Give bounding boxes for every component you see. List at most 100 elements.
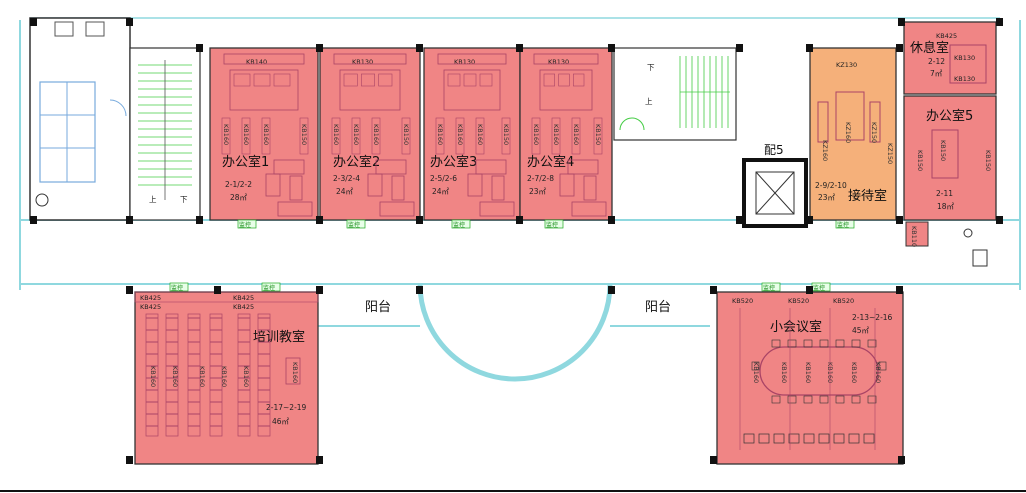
desk-cluster: [539, 69, 593, 111]
training-desk-row: [237, 313, 251, 437]
reception-room: KZ130 KZ160 KZ160 KZ150 KZ150 2-9/2-10 2…: [809, 47, 897, 221]
column: [806, 44, 813, 52]
balcony-arc: [417, 283, 613, 382]
column: [30, 216, 37, 224]
cabinet-label: KB160: [532, 124, 540, 145]
toilet-room: [29, 17, 131, 221]
meeting-table: [759, 346, 879, 396]
sofa: [479, 201, 515, 217]
meeting-chair: [787, 395, 797, 404]
column: [416, 286, 423, 294]
cabinet-label: KB150: [502, 124, 510, 145]
lectern-label: KB160: [291, 362, 299, 383]
reception-kz-label: KZ160: [821, 140, 829, 161]
column: [316, 216, 323, 224]
meeting-chair: [851, 339, 861, 348]
reception-top-label: KZ130: [836, 61, 857, 69]
cabinet-label: KB160: [552, 124, 560, 145]
reception-table: [835, 91, 865, 141]
office-1-name: 办公室1: [222, 154, 269, 170]
top-cabinet: [533, 53, 599, 65]
meeting-row-chair: [848, 433, 860, 444]
column: [416, 216, 423, 224]
office-5-area: 18㎡: [937, 202, 955, 211]
cabinet-label: KB160: [436, 124, 444, 145]
training-desk-row: [209, 313, 223, 437]
chair: [479, 73, 493, 87]
meeting-kb-label: KB160: [850, 362, 858, 383]
toilet-fixture: [85, 21, 105, 37]
monitor-tag-label: 监控: [239, 221, 251, 229]
door-swing-icon: [631, 117, 645, 131]
office-3-area: 24㎡: [432, 187, 450, 196]
top-cabinet: [333, 53, 407, 65]
chair: [233, 73, 251, 87]
column: [126, 456, 133, 464]
chair: [543, 73, 555, 87]
reception-kz-label: KZ150: [870, 122, 878, 143]
sofa: [375, 159, 407, 175]
monitor-tag-label: 监控: [837, 221, 849, 229]
column: [416, 44, 423, 52]
column: [710, 286, 717, 294]
bath-kb-label: KB110: [910, 226, 918, 247]
meeting-chair: [771, 395, 781, 404]
monitor-tag: [451, 219, 471, 229]
training-desk-row: [257, 313, 271, 437]
cabinet: [371, 117, 381, 155]
office-5-kb-label: KB150: [984, 150, 992, 171]
office-4: KB130 办公室4 2-7/2-8 23㎡: [519, 47, 613, 221]
meeting-row-chair: [743, 433, 755, 444]
left-stair: 上 下: [129, 47, 201, 221]
sofa: [379, 201, 415, 217]
office-4-code: 2-7/2-8: [527, 174, 554, 183]
office-3-name: 办公室3: [430, 154, 477, 170]
monitor-tag-label: 监控: [171, 284, 183, 292]
office-5-name: 办公室5: [926, 108, 973, 124]
reception-kz-label: KZ150: [886, 143, 894, 164]
cabinet-label: KB160: [372, 124, 380, 145]
meeting-chair: [835, 339, 845, 348]
meeting-room-area: [716, 291, 904, 465]
monitor-tag-label: 监控: [453, 221, 465, 229]
meeting-kb-label: KB160: [780, 362, 788, 383]
lectern: [285, 357, 301, 385]
side-table: [491, 175, 505, 201]
office-5-code: 2-11: [936, 189, 953, 198]
column: [126, 18, 133, 26]
monitor-tag-label: 监控: [813, 284, 825, 292]
reception-sofa: [869, 101, 881, 143]
column: [896, 286, 903, 294]
column: [196, 44, 203, 52]
sofa: [273, 159, 305, 175]
small-bath: KB110: [905, 221, 988, 267]
reception-code: 2-9/2-10: [815, 181, 847, 190]
meeting-kb-label: KB160: [874, 362, 882, 383]
meeting-row-chair: [818, 433, 830, 444]
cabinet: [455, 117, 465, 155]
office-5-room: [903, 95, 997, 221]
training-kb-label: KB160: [149, 366, 157, 387]
monitor-tag: [346, 219, 366, 229]
office-4-name: 办公室4: [527, 154, 574, 170]
training-name: 培训教室: [253, 329, 305, 345]
desk-cluster: [339, 69, 401, 111]
stair-down-label-right: 下: [647, 63, 655, 72]
column: [196, 216, 203, 224]
rest-label-b: KB130: [954, 54, 975, 62]
stair-well-right: [613, 47, 737, 141]
column: [316, 44, 323, 52]
column: [214, 286, 221, 294]
training-area: 46㎡: [272, 417, 290, 426]
column: [736, 44, 743, 52]
desk-cluster: [229, 69, 299, 111]
cabinet-label: KB160: [572, 124, 580, 145]
chair: [343, 73, 358, 87]
meeting-row-chair: [758, 433, 770, 444]
meeting-label-c: KB520: [833, 297, 854, 305]
meeting-room: KB520 KB520 KB520 小会议室 2-13~2-16 45㎡ KB1…: [716, 291, 904, 465]
column: [996, 18, 1003, 26]
desk-hatched: [265, 173, 281, 197]
